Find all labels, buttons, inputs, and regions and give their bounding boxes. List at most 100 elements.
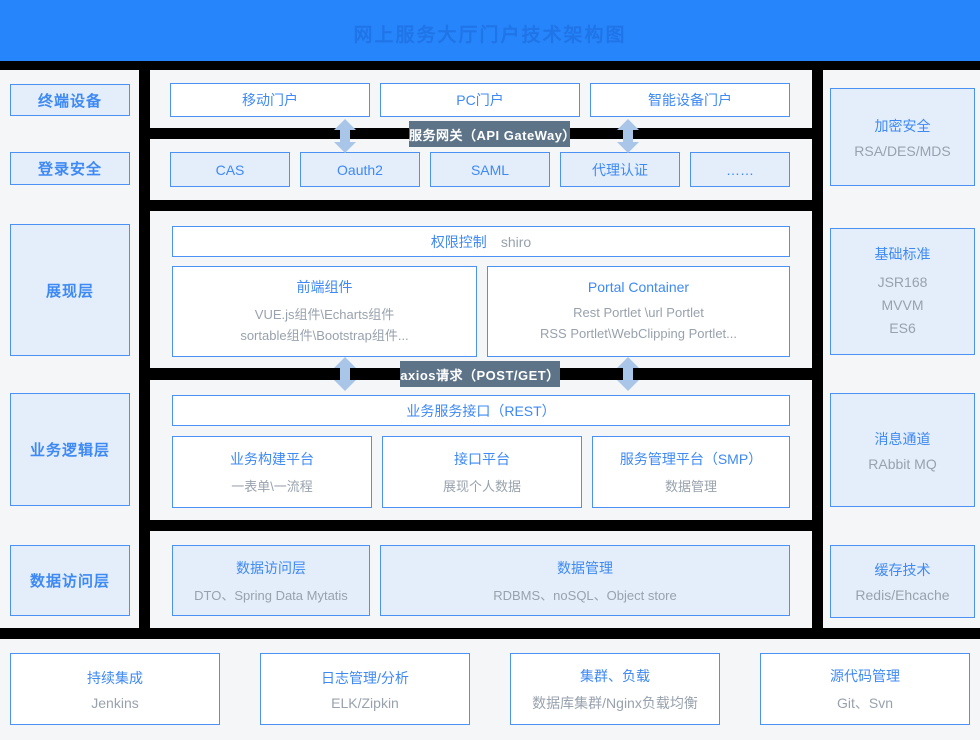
node-data-management: 数据管理 RDBMS、noSQL、Object store bbox=[380, 545, 790, 616]
layer-label-terminal: 终端设备 bbox=[10, 84, 130, 116]
node-business-build-platform: 业务构建平台 一表单\一流程 bbox=[172, 436, 372, 508]
layer-label-text: 终端设备 bbox=[37, 92, 102, 110]
node-label: 移动门户 bbox=[242, 92, 298, 108]
node-portal-container: Portal Container Rest Portlet \url Portl… bbox=[487, 266, 790, 357]
node-line: JSR168 bbox=[877, 273, 928, 290]
node-title: 消息通道 bbox=[874, 430, 931, 447]
arrow-stem bbox=[623, 368, 633, 380]
node-title: Portal Container bbox=[587, 279, 690, 295]
node-source-control: 源代码管理 Git、Svn bbox=[760, 653, 970, 725]
node-title: 业务构建平台 bbox=[230, 451, 314, 467]
arrow-up-icon bbox=[617, 119, 639, 130]
node-saml: SAML bbox=[430, 152, 550, 187]
arrow-down-icon bbox=[617, 380, 639, 391]
layer-label-presentation: 展现层 bbox=[10, 224, 130, 356]
node-label: 业务服务接口（REST） bbox=[406, 402, 556, 419]
arrow-stem bbox=[340, 130, 350, 142]
node-sub: 数据管理 bbox=[664, 479, 717, 494]
page-header: 网上服务大厅门户技术架构图 bbox=[0, 0, 980, 61]
node-label: SAML bbox=[470, 161, 510, 178]
node-line: RSS Portlet\WebClipping Portlet... bbox=[539, 326, 737, 341]
node-line: ES6 bbox=[889, 319, 916, 336]
node-sub: shiro bbox=[500, 233, 532, 250]
node-label: 智能设备门户 bbox=[648, 92, 732, 108]
page-title: 网上服务大厅门户技术架构图 bbox=[353, 25, 627, 46]
node-line: RSA/DES/MDS bbox=[854, 142, 951, 159]
node-sub: 数据库集群/Nginx负载均衡 bbox=[532, 694, 698, 711]
node-sub: DTO、Spring Data Mytatis bbox=[194, 587, 348, 603]
node-data-access-layer: 数据访问层 DTO、Spring Data Mytatis bbox=[172, 545, 370, 616]
arrow-up-icon bbox=[334, 357, 356, 368]
node-cluster-load: 集群、负载 数据库集群/Nginx负载均衡 bbox=[510, 653, 720, 725]
layer-label-business-logic: 业务逻辑层 bbox=[10, 393, 130, 506]
node-title: 持续集成 bbox=[87, 669, 143, 686]
node-line: sortable组件\Bootstrap组件... bbox=[240, 328, 409, 343]
api-gateway-badge: 服务网关（API GateWay） bbox=[409, 121, 575, 147]
arrow-stem bbox=[623, 130, 633, 142]
node-line: Rest Portlet \url Portlet bbox=[573, 305, 704, 320]
node-base-standards: 基础标准 JSR168 MVVM ES6 bbox=[830, 228, 975, 355]
node-title: 基础标准 bbox=[874, 245, 931, 262]
node-title: 集群、负载 bbox=[580, 667, 650, 684]
arrow-stem bbox=[340, 368, 350, 380]
node-title: 前端组件 bbox=[296, 279, 353, 295]
node-proxy-auth: 代理认证 bbox=[560, 152, 680, 187]
arrow-up-icon bbox=[334, 119, 356, 130]
layer-label-text: 业务逻辑层 bbox=[29, 442, 110, 459]
node-title: 数据访问层 bbox=[236, 559, 306, 576]
arrow-down-icon bbox=[334, 142, 356, 153]
node-title: 接口平台 bbox=[454, 451, 510, 467]
node-label: 代理认证 bbox=[592, 161, 648, 178]
node-oauth2: Oauth2 bbox=[300, 152, 420, 187]
node-title: 数据管理 bbox=[557, 559, 613, 576]
node-cache-tech: 缓存技术 Redis/Ehcache bbox=[830, 545, 975, 618]
node-encryption-security: 加密安全 RSA/DES/MDS bbox=[830, 88, 975, 186]
frame-bar-bottom bbox=[0, 628, 980, 639]
node-line: RAbbit MQ bbox=[868, 455, 937, 472]
node-auth-more: …… bbox=[690, 152, 790, 187]
double-arrow-icon bbox=[617, 119, 639, 153]
layer-label-text: 展现层 bbox=[45, 282, 94, 300]
node-interface-platform: 接口平台 展现个人数据 bbox=[382, 436, 582, 508]
node-label: PC门户 bbox=[456, 92, 504, 108]
double-arrow-icon bbox=[334, 357, 356, 391]
node-cas: CAS bbox=[170, 152, 290, 187]
node-sub: RDBMS、noSQL、Object store bbox=[493, 587, 677, 603]
layer-label-text: 登录安全 bbox=[37, 161, 102, 178]
node-message-channel: 消息通道 RAbbit MQ bbox=[830, 393, 975, 507]
frame-bar-left bbox=[139, 61, 150, 639]
node-sub: ELK/Zipkin bbox=[331, 694, 399, 711]
layer-label-login-security: 登录安全 bbox=[10, 152, 130, 185]
double-arrow-icon bbox=[617, 357, 639, 391]
arrow-down-icon bbox=[617, 142, 639, 153]
node-frontend-components: 前端组件 VUE.js组件\Echarts组件 sortable组件\Boots… bbox=[172, 266, 477, 357]
node-line: MVVM bbox=[881, 296, 924, 313]
node-smart-device-portal: 智能设备门户 bbox=[590, 83, 790, 117]
node-title: 缓存技术 bbox=[874, 562, 931, 578]
node-sub: 一表单\一流程 bbox=[231, 479, 313, 494]
divider-business bbox=[139, 520, 823, 531]
node-title: 加密安全 bbox=[874, 117, 931, 134]
node-log-management: 日志管理/分析 ELK/Zipkin bbox=[260, 653, 470, 725]
node-continuous-integration: 持续集成 Jenkins bbox=[10, 653, 220, 725]
node-title: 服务管理平台（SMP） bbox=[619, 451, 763, 467]
node-title: 日志管理/分析 bbox=[321, 669, 409, 686]
node-line: VUE.js组件\Echarts组件 bbox=[254, 307, 395, 322]
node-access-control: 权限控制 shiro bbox=[172, 226, 790, 257]
double-arrow-icon bbox=[334, 119, 356, 153]
node-title: 权限控制 bbox=[430, 233, 487, 250]
node-service-mgmt-platform: 服务管理平台（SMP） 数据管理 bbox=[592, 436, 790, 508]
node-sub: Git、Svn bbox=[836, 694, 893, 711]
node-label: …… bbox=[726, 161, 754, 178]
arrow-down-icon bbox=[334, 380, 356, 391]
layer-label-data-access: 数据访问层 bbox=[10, 545, 130, 616]
layer-label-text: 数据访问层 bbox=[29, 573, 110, 590]
node-business-service-api: 业务服务接口（REST） bbox=[172, 395, 790, 426]
frame-bar-right bbox=[812, 61, 823, 639]
frame-bar-top bbox=[0, 61, 980, 70]
node-sub: 展现个人数据 bbox=[442, 479, 521, 494]
node-line: Redis/Ehcache bbox=[855, 587, 950, 603]
node-sub: Jenkins bbox=[91, 694, 139, 711]
node-mobile-portal: 移动门户 bbox=[170, 83, 370, 117]
